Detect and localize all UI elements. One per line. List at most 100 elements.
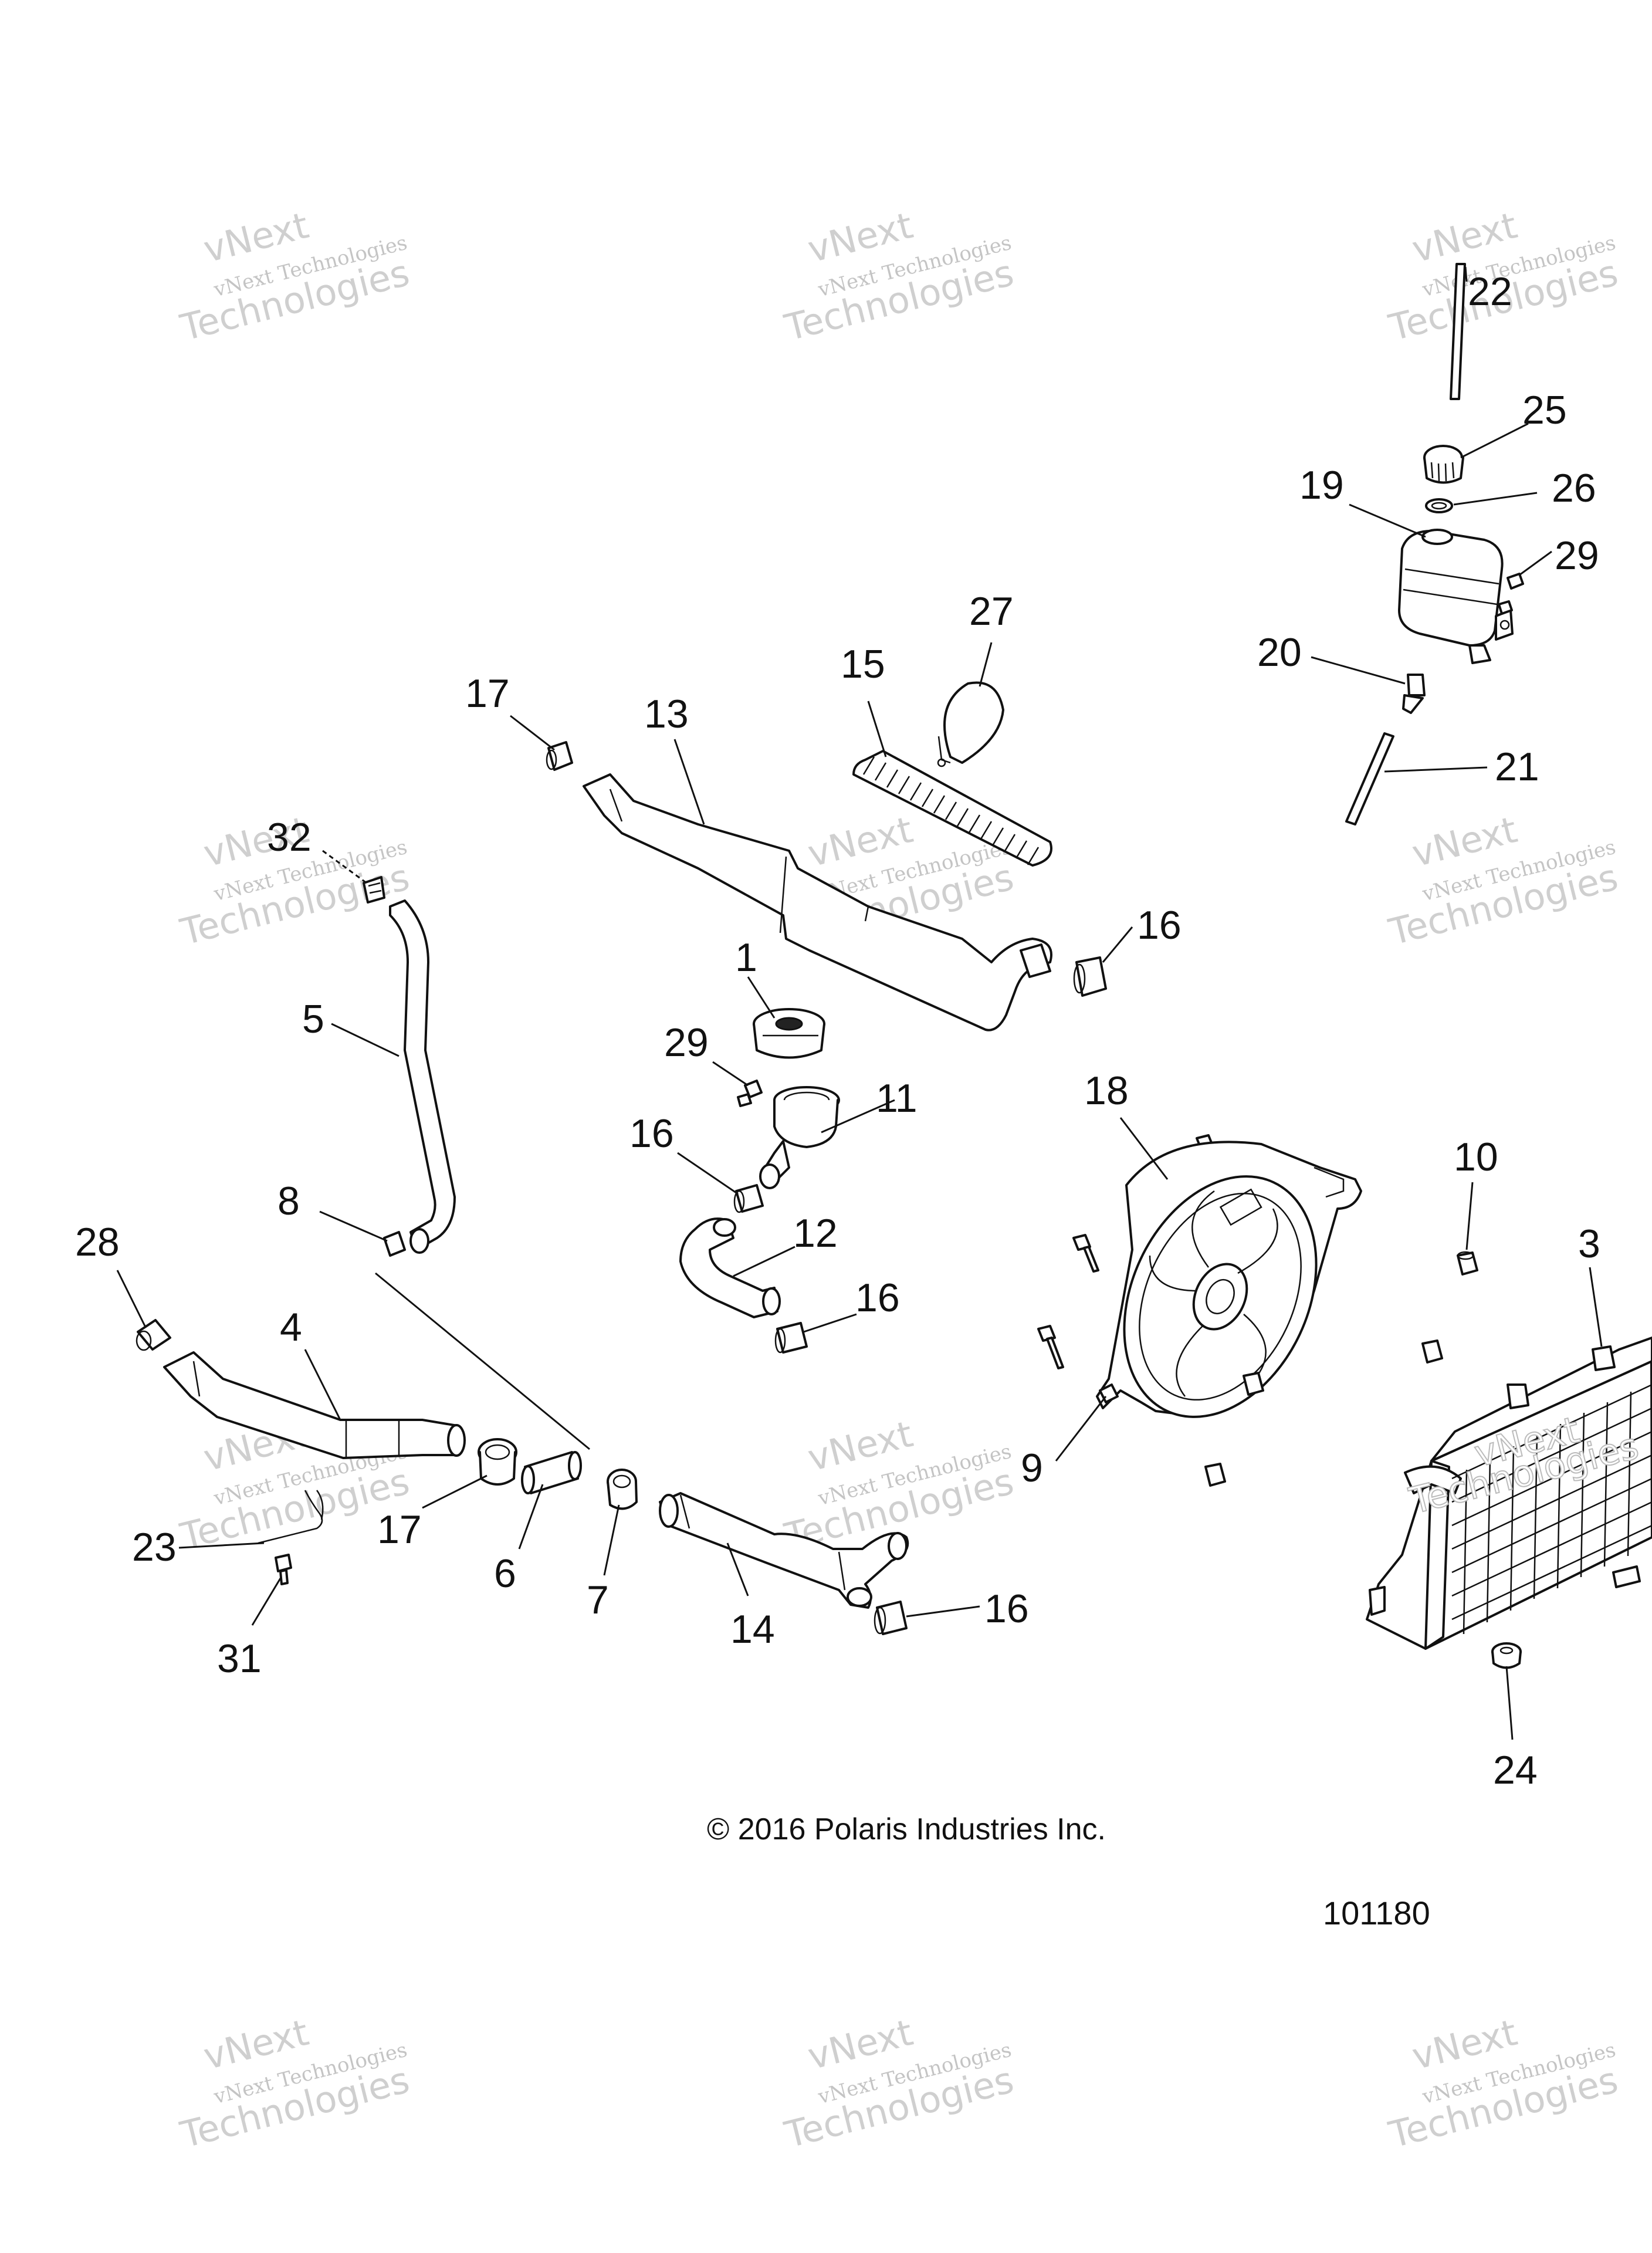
part-21-overflow-hose	[1345, 732, 1394, 826]
leader-12	[733, 1246, 795, 1277]
callout-20: 20	[1257, 630, 1302, 675]
part-16-clamp-d	[874, 1601, 908, 1635]
callout-26: 26	[1552, 466, 1596, 510]
leader-14	[726, 1542, 749, 1596]
leader-16-d	[906, 1605, 980, 1618]
part-20-fitting	[1402, 674, 1426, 714]
part-10-grommets	[1204, 1251, 1478, 1487]
part-7-clamp	[607, 1469, 638, 1510]
part-11-filler-neck	[759, 1086, 840, 1189]
callout-16-a: 16	[1137, 903, 1182, 948]
part-1-radiator-cap	[753, 1008, 825, 1059]
callout-6: 6	[494, 1551, 516, 1596]
part-13-hose	[583, 773, 1052, 1031]
watermark: vNext vNext Technologies Technologies	[176, 2011, 414, 2156]
leader-29-middle	[712, 1061, 749, 1087]
leader-10	[1465, 1182, 1474, 1250]
part-25-cap	[1423, 445, 1464, 484]
parts: vNext Technologies	[136, 263, 1652, 1669]
watermark: vNext vNext Technologies Technologies	[780, 2011, 1018, 2156]
part-9-fan	[1096, 1141, 1362, 1418]
leader-23	[178, 1542, 265, 1549]
part-5-hose	[389, 899, 456, 1254]
callout-16-c: 16	[855, 1276, 900, 1320]
watermark: vNext vNext Technologies Technologies	[780, 204, 1018, 349]
watermark: vNext vNext Technologies Technologies	[176, 808, 414, 953]
part-16-clamp-b	[733, 1184, 764, 1213]
part-19-reservoir	[1398, 529, 1514, 664]
part-27-strap	[937, 681, 1004, 767]
part-17-clamp-lower	[478, 1438, 517, 1486]
leader-11	[821, 1099, 895, 1134]
callout-4: 4	[280, 1305, 302, 1349]
figure-number: 101180	[1323, 1895, 1430, 1931]
leader-16-a	[1102, 926, 1133, 963]
leader-20	[1311, 656, 1406, 685]
callout-16-b: 16	[629, 1111, 674, 1156]
callout-15: 15	[841, 642, 885, 686]
leader-6	[518, 1484, 544, 1550]
watermarks: vNext vNext Technologies Technologies vN…	[176, 204, 1622, 2156]
callout-17-top: 17	[465, 671, 510, 716]
watermark: vNext vNext Technologies Technologies	[1384, 204, 1622, 349]
leader-29-right	[1519, 550, 1552, 576]
callout-22: 22	[1468, 269, 1512, 314]
leader-18	[1119, 1117, 1169, 1180]
part-32-clip	[363, 876, 385, 904]
part-14-hose	[659, 1492, 909, 1609]
leader-lines	[116, 266, 1603, 1740]
leader-25	[1460, 422, 1529, 459]
watermark: vNext vNext Technologies Technologies	[1384, 2011, 1622, 2156]
callout-5: 5	[302, 997, 324, 1041]
part-12-hose	[679, 1217, 781, 1318]
callout-12: 12	[793, 1211, 838, 1256]
leader-16-b	[677, 1152, 739, 1195]
callout-7: 7	[587, 1578, 609, 1622]
leader-8-to-6	[375, 1272, 590, 1450]
callout-19: 19	[1299, 463, 1344, 508]
leader-19	[1349, 503, 1426, 538]
radiator-core	[1451, 1383, 1652, 1635]
part-22-dipstick	[1450, 263, 1466, 400]
leader-17-top	[510, 715, 555, 751]
part-24-grommet	[1491, 1642, 1522, 1669]
callout-18: 18	[1084, 1068, 1129, 1113]
watermark: vNext vNext Technologies Technologies	[176, 204, 414, 349]
part-16-clamp-a	[1073, 956, 1107, 997]
watermark: vNext vNext Technologies Technologies	[1384, 808, 1622, 953]
leader-32	[322, 850, 367, 884]
callout-31: 31	[217, 1636, 262, 1681]
callout-16-d: 16	[984, 1586, 1029, 1631]
callouts: 22 25 26 19 29 20 21 27 15 13 17 16 32 5…	[75, 269, 1600, 1792]
leader-28	[116, 1270, 147, 1328]
callout-29-right: 29	[1555, 533, 1599, 578]
leader-22	[1464, 266, 1468, 282]
callout-24: 24	[1493, 1748, 1538, 1792]
part-23-wire	[258, 1490, 324, 1544]
leader-1	[747, 976, 776, 1019]
callout-21: 21	[1495, 745, 1539, 789]
part-3-radiator: vNext Technologies	[1366, 1337, 1652, 1650]
callout-1: 1	[735, 935, 757, 980]
leader-15	[867, 701, 887, 757]
copyright-text: © 2016 Polaris Industries Inc.	[707, 1812, 1106, 1846]
part-8-clamp	[383, 1231, 406, 1257]
callout-17-lower: 17	[377, 1507, 422, 1552]
part-28-cap	[136, 1319, 171, 1351]
callout-14: 14	[730, 1607, 775, 1652]
leader-26	[1453, 492, 1538, 506]
callout-32: 32	[267, 815, 312, 860]
callout-25: 25	[1522, 388, 1567, 432]
callout-3: 3	[1578, 1222, 1600, 1266]
part-4-hose	[163, 1351, 466, 1459]
leader-24	[1505, 1666, 1514, 1740]
part-31-bolt	[275, 1554, 292, 1585]
leader-16-c	[803, 1313, 857, 1333]
leader-8	[319, 1210, 388, 1242]
leader-31	[251, 1578, 282, 1626]
callout-9: 9	[1021, 1446, 1043, 1490]
callout-28: 28	[75, 1220, 120, 1264]
leader-21	[1384, 766, 1488, 773]
leader-13	[673, 739, 705, 825]
